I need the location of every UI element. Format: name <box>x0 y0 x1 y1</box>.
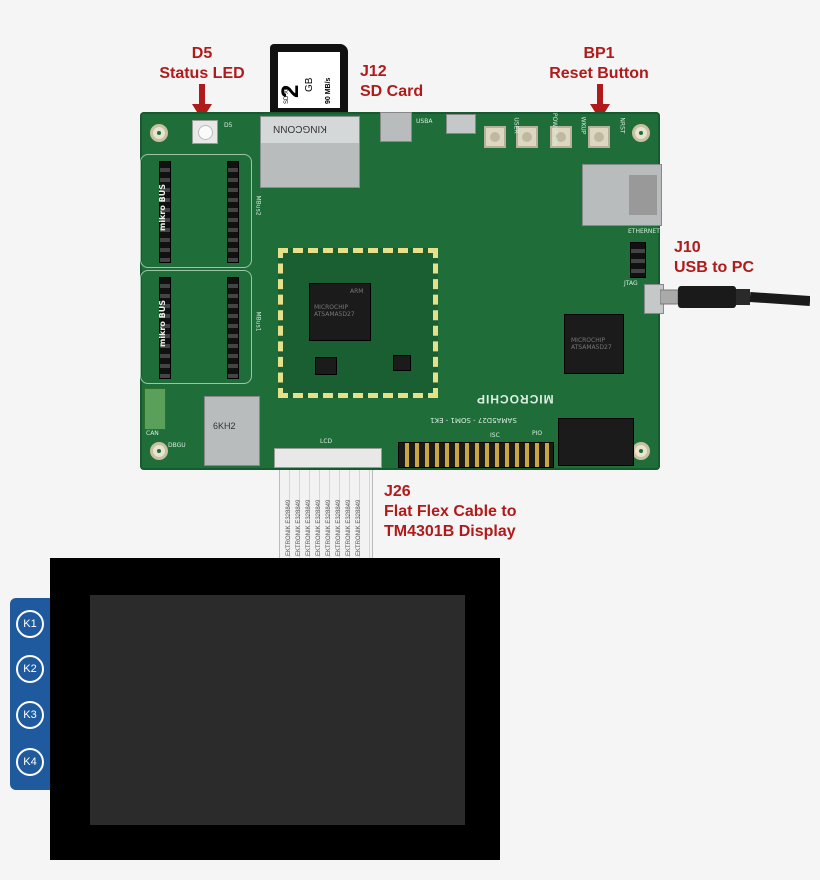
key-k4[interactable]: K4 <box>16 748 44 776</box>
silk-usba: USBA <box>416 118 433 125</box>
cpu-chip: MICROCHIP ATSAMA5D27 ARM <box>309 283 371 341</box>
callout-j12-desc: SD Card <box>360 83 424 100</box>
board-name: SAMA5D27 - SOM1 - EK1 <box>430 416 517 424</box>
sd-type: SD XC <box>284 85 290 104</box>
touch-keypad: K1 K2 K3 K4 <box>10 598 50 790</box>
callout-j10-desc: USB to PC <box>674 259 754 276</box>
key-k2[interactable]: K2 <box>16 655 44 683</box>
silk-nrst: NRST <box>618 117 626 134</box>
mikrobus-2: mikro BUS <box>140 154 252 268</box>
user-button[interactable] <box>484 126 506 148</box>
silk-d5: D5 <box>224 122 233 129</box>
callout-j26-desc-1: Flat Flex Cable to <box>384 503 517 520</box>
display-screen[interactable] <box>90 595 465 825</box>
callout-j12-ref: J12 <box>360 63 387 80</box>
callout-bp1-desc: Reset Button <box>549 65 649 82</box>
sd-speed: 90 MB/s <box>325 77 332 104</box>
tm4301b-display <box>50 558 500 860</box>
lcd-connector-j26 <box>274 448 382 468</box>
silk-pio: PIO <box>532 430 543 437</box>
usb-cable <box>660 286 810 308</box>
silk-mbus1: MBus1 <box>254 311 262 332</box>
silk-ethernet: ETHERNET <box>628 228 660 235</box>
status-led-d5 <box>192 120 218 144</box>
usb-a-connector <box>380 112 412 142</box>
sd-slot-brand: KINGCONN <box>273 123 327 134</box>
right-ic-chip: MICROCHIP ATSAMA5D27 <box>564 314 624 374</box>
silk-lcd: LCD <box>320 438 333 445</box>
sd-capacity: 2 <box>278 85 304 98</box>
sd-card-label: 2 GB 90 MB/s SD XC <box>277 52 340 108</box>
callout-j10: J10 USB to PC <box>674 238 754 278</box>
can-terminal <box>144 388 166 430</box>
callout-d5: D5 Status LED <box>148 44 256 84</box>
callout-bp1: BP1 Reset Button <box>540 44 658 84</box>
silk-mbus2: MBus2 <box>254 195 262 216</box>
ethernet-jack <box>582 164 662 226</box>
som-small-chip <box>315 357 337 375</box>
evaluation-board: D5 KINGCONN mikro BUS MBus2 mikro BUS MB… <box>140 112 664 470</box>
key-k1[interactable]: K1 <box>16 610 44 638</box>
jtag-header <box>630 242 646 278</box>
callout-j12: J12 SD Card <box>360 62 423 102</box>
silk-jtag: JTAG <box>624 280 638 287</box>
micro-usb-connector <box>446 114 476 134</box>
silk-isc: ISC <box>490 432 500 439</box>
silk-wakeup: WKUP <box>579 116 587 135</box>
som-module: MICROCHIP ATSAMA5D27 ARM <box>278 248 438 398</box>
callout-j26-ref: J26 <box>384 483 411 500</box>
crystal-label: 6KH2 <box>213 421 236 431</box>
mikrobus-2-label: mikro BUS <box>157 184 167 231</box>
pio-header <box>398 442 554 468</box>
crystal-6kh2: 6KH2 <box>204 396 260 466</box>
mounting-hole <box>150 124 168 142</box>
sd-unit: GB <box>304 77 315 92</box>
key-k3[interactable]: K3 <box>16 701 44 729</box>
callout-d5-desc: Status LED <box>159 65 245 82</box>
callout-j10-ref: J10 <box>674 239 701 256</box>
silk-user: USER <box>512 117 520 134</box>
sd-card: 2 GB 90 MB/s SD XC <box>270 44 348 116</box>
sd-card-label-art: 2 GB 90 MB/s SD XC <box>277 77 332 104</box>
power-on-button[interactable] <box>516 126 538 148</box>
callout-d5-ref: D5 <box>191 45 213 62</box>
wakeup-button[interactable] <box>550 126 572 148</box>
arm-label: ARM <box>350 288 364 295</box>
mikrobus-1: mikro BUS <box>140 270 252 384</box>
mounting-hole <box>632 124 650 142</box>
reset-button-bp1[interactable] <box>588 126 610 148</box>
mikrobus-1-label: mikro BUS <box>157 300 167 347</box>
silk-power-on: POWER ON <box>551 112 559 147</box>
mounting-hole <box>150 442 168 460</box>
cpu-label: MICROCHIP ATSAMA5D27 <box>314 304 355 318</box>
callout-bp1-ref: BP1 <box>583 45 615 62</box>
som-small-chip <box>393 355 411 371</box>
callout-j26: J26 Flat Flex Cable to TM4301B Display <box>384 482 516 542</box>
brand-logo-text: MICROCHIP <box>476 392 554 406</box>
mounting-hole <box>632 442 650 460</box>
silk-can: CAN <box>146 430 159 437</box>
isc-connector <box>558 418 634 466</box>
callout-j26-desc-2: TM4301B Display <box>384 523 516 540</box>
right-ic-label: MICROCHIP ATSAMA5D27 <box>571 337 612 351</box>
silk-dbgu: DBGU <box>168 442 186 449</box>
sd-card-slot: KINGCONN <box>260 116 360 188</box>
